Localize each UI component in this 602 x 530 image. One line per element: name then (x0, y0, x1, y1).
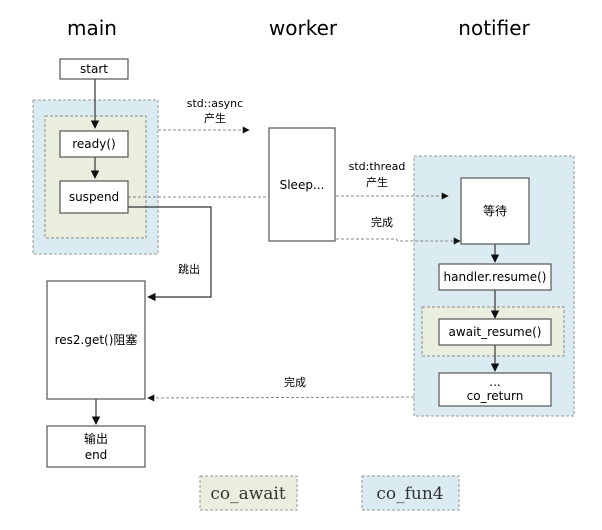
node-ready (59, 130, 129, 158)
node-wait (460, 177, 530, 245)
label-worker-done: 完成 (371, 215, 393, 229)
legend-co-await-label: co_await (210, 484, 286, 504)
node-ready-label: ready() (72, 137, 116, 151)
node-res-get (46, 280, 146, 400)
legend-co-await-swatch (199, 475, 298, 511)
label-jump-out: 跳出 (178, 262, 200, 276)
node-suspend-label: suspend (69, 190, 119, 204)
node-co-return-line2: co_return (467, 389, 524, 403)
node-output-line2: end (85, 448, 108, 462)
node-sleep (268, 127, 336, 242)
label-thread-1: std:thread (349, 160, 406, 173)
edge-worker-done (336, 237, 461, 245)
node-suspend (59, 180, 129, 214)
lane-title-worker: worker (269, 16, 338, 40)
edge-jump-out (128, 206, 212, 302)
node-start (59, 58, 129, 80)
legend-co-fun4-swatch (361, 475, 460, 511)
label-async-1: std::async (187, 97, 243, 110)
lane-title-main: main (67, 16, 117, 40)
label-notifier-done: 完成 (284, 375, 306, 389)
node-handler-resume (438, 263, 552, 291)
node-await-resume-label: await_resume() (449, 325, 542, 339)
node-output-end (46, 425, 146, 468)
lane-title-notifier: notifier (458, 16, 530, 40)
label-async-2: 产生 (204, 111, 226, 125)
edge-notifier-done (147, 394, 415, 402)
node-handler-resume-label: handler.resume() (444, 270, 547, 284)
legend-co-fun4-label: co_fun4 (376, 484, 443, 504)
node-sleep-label: Sleep... (280, 178, 325, 192)
node-co-return (438, 372, 552, 407)
node-wait-label: 等待 (483, 204, 507, 218)
node-start-label: start (80, 62, 108, 76)
node-output-line1: 输出 (84, 431, 108, 446)
node-res-get-label: res2.get()阻塞 (55, 332, 138, 347)
node-await-resume (438, 318, 552, 346)
node-co-return-line1: ... (489, 375, 500, 389)
label-thread-2: 产生 (366, 175, 388, 189)
